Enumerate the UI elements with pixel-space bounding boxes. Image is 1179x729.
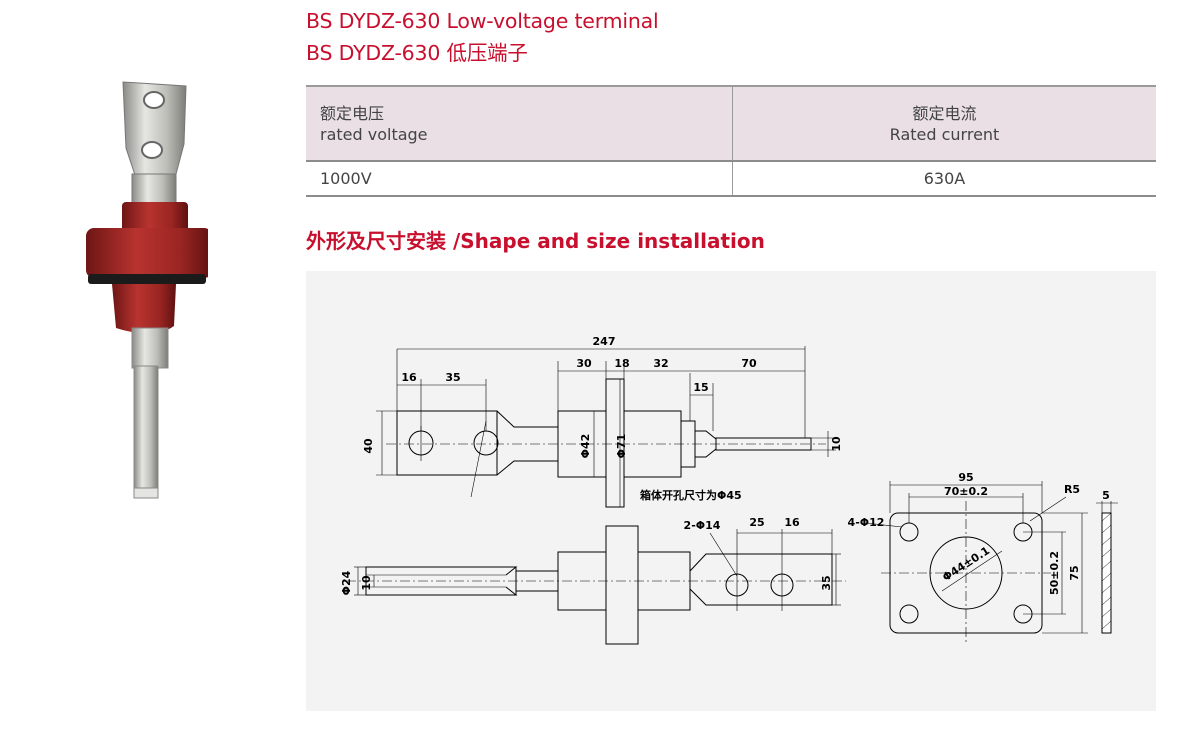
dim-10-bottom: 10 bbox=[360, 575, 373, 591]
hole-note: 箱体开孔尺寸为Φ45 bbox=[640, 488, 742, 502]
product-photo bbox=[86, 81, 208, 499]
header-rated-voltage-en: rated voltage bbox=[320, 124, 428, 144]
value-rated-voltage: 1000V bbox=[306, 161, 733, 197]
dim-35-bottom: 35 bbox=[820, 575, 833, 590]
dim-35: 35 bbox=[445, 371, 460, 384]
header-rated-current: 额定电流 Rated current bbox=[732, 85, 1156, 162]
technical-drawing: 247 16 35 30 18 32 70 15 40 Φ42 Φ71 10 箱… bbox=[306, 271, 1156, 711]
top-view bbox=[376, 346, 836, 508]
header-rated-current-en: Rated current bbox=[889, 124, 1000, 144]
header-rated-current-cn: 额定电流 bbox=[912, 103, 977, 123]
product-title-en: BS DYDZ-630 Low-voltage terminal bbox=[306, 9, 659, 33]
product-title-cn: BS DYDZ-630 低压端子 bbox=[306, 41, 528, 65]
dim-plate-5: 5 bbox=[1102, 489, 1110, 502]
drawing-canvas: 247 16 35 30 18 32 70 15 40 Φ42 Φ71 10 箱… bbox=[340, 335, 1118, 645]
dim-25: 25 bbox=[749, 516, 764, 529]
value-rated-current: 630A bbox=[732, 161, 1156, 197]
dim-10-side: 10 bbox=[830, 436, 843, 452]
dim-plate-70: 70±0.2 bbox=[944, 485, 988, 498]
dim-70: 70 bbox=[741, 357, 757, 370]
dim-16b: 16 bbox=[784, 516, 800, 529]
header-rated-voltage-cn: 额定电压 bbox=[320, 103, 385, 123]
dim-plate-75: 75 bbox=[1068, 565, 1081, 580]
dim-32: 32 bbox=[653, 357, 668, 370]
dim-40: 40 bbox=[362, 438, 375, 454]
dim-total: 247 bbox=[593, 335, 616, 348]
dim-16: 16 bbox=[401, 371, 417, 384]
spec-table-header-row: 额定电压 rated voltage 额定电流 Rated current bbox=[306, 85, 1156, 162]
header-rated-voltage: 额定电压 rated voltage bbox=[306, 85, 733, 162]
dim-plate-95: 95 bbox=[958, 471, 973, 484]
dim-30: 30 bbox=[576, 357, 592, 370]
dim-4-phi12: 4-Φ12 bbox=[848, 516, 885, 529]
dim-2-phi14: 2-Φ14 bbox=[684, 519, 721, 532]
dim-phi42: Φ42 bbox=[579, 434, 592, 459]
flange-plate-view bbox=[865, 481, 1118, 643]
dim-plate-50: 50±0.2 bbox=[1048, 551, 1061, 595]
section-title: 外形及尺寸安装 /Shape and size installation bbox=[306, 229, 765, 253]
dim-phi24: Φ24 bbox=[340, 570, 353, 595]
dim-15: 15 bbox=[693, 381, 708, 394]
dim-phi71: Φ71 bbox=[615, 434, 628, 459]
dim-r5: R5 bbox=[1064, 483, 1080, 496]
spec-table-value-row: 1000V 630A bbox=[306, 161, 1156, 197]
bottom-view bbox=[346, 525, 846, 645]
spec-table: 额定电压 rated voltage 额定电流 Rated current 10… bbox=[306, 85, 1156, 197]
dim-18: 18 bbox=[614, 357, 629, 370]
